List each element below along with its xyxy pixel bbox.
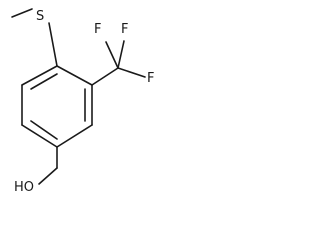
bonds — [11, 8, 146, 185]
hydroxyl-label: HO — [14, 180, 34, 195]
bond-c-f-top-left — [105, 41, 119, 69]
fluorine-right-label: F — [147, 71, 154, 86]
bond-ring-top-left — [21, 65, 58, 86]
bond-s-ring — [48, 22, 58, 67]
bond-c-f-right — [117, 67, 146, 78]
sulfur-label: S — [36, 9, 44, 24]
atom-labels: S F F F HO — [14, 9, 154, 195]
bond-ring-bottom-left — [21, 124, 58, 148]
bond-methyl-s — [11, 8, 33, 18]
bond-ring-top-right — [56, 65, 93, 86]
bond-ring-bottom-right — [56, 124, 93, 148]
bond-ring-inner-top — [30, 73, 58, 90]
bond-c-f-top-right — [117, 40, 125, 69]
bond-ch2-oh — [38, 167, 58, 185]
structure-diagram: S F F F HO — [0, 0, 163, 216]
bond-ring-inner-bottom — [30, 120, 58, 140]
bond-ring-cf3 — [91, 67, 119, 86]
fluorine-top-left-label: F — [94, 22, 101, 37]
fluorine-top-right-label: F — [121, 22, 128, 37]
molecule-drawing: S F F F HO — [11, 8, 154, 195]
